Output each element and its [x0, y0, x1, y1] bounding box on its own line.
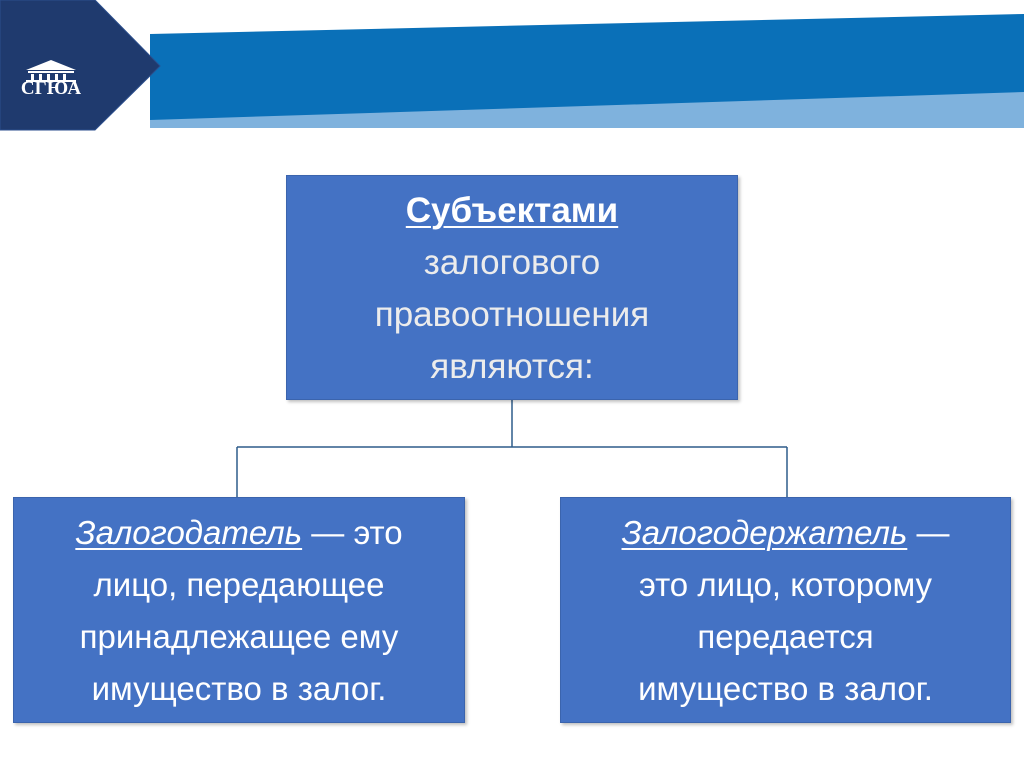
pledgor-line-4: имущество в залог. [91, 670, 387, 707]
pledgor-term: Залогодатель [75, 514, 303, 551]
root-line-3: являются: [430, 346, 594, 386]
pledgee-box: Залогодержатель — это лицо, которому пер… [560, 497, 1011, 723]
pledgee-term: Залогодержатель [621, 514, 908, 551]
pledgor-first-line: Залогодатель — это [20, 507, 458, 559]
pledgee-line-4: имущество в залог. [638, 670, 933, 707]
building-icon [26, 60, 76, 82]
header-blue-band [150, 14, 1024, 120]
logo: СГЮА [18, 56, 84, 106]
pledgor-box: Залогодатель — это лицо, передающее прин… [13, 497, 465, 723]
pledgee-line-2: это лицо, которому [638, 566, 933, 603]
root-line-1: залогового [423, 242, 601, 282]
pledgor-first-rest: — это [302, 514, 403, 551]
header-navy-arrow [0, 0, 160, 130]
pledgee-first-rest: — [907, 514, 950, 551]
logo-text: СГЮА [20, 78, 82, 99]
pledgor-line-3: принадлежащее ему [79, 618, 399, 655]
root-line-2: правоотношения [374, 294, 650, 334]
pledgee-line-3: передается [697, 618, 874, 655]
pledgee-first-line: Залогодержатель — [567, 507, 1004, 559]
pledgor-line-2: лицо, передающее [93, 566, 385, 603]
header-band [0, 0, 1024, 131]
root-box: Субъектами залогового правоотношения явл… [286, 175, 738, 400]
root-title: Субъектами [405, 190, 619, 230]
